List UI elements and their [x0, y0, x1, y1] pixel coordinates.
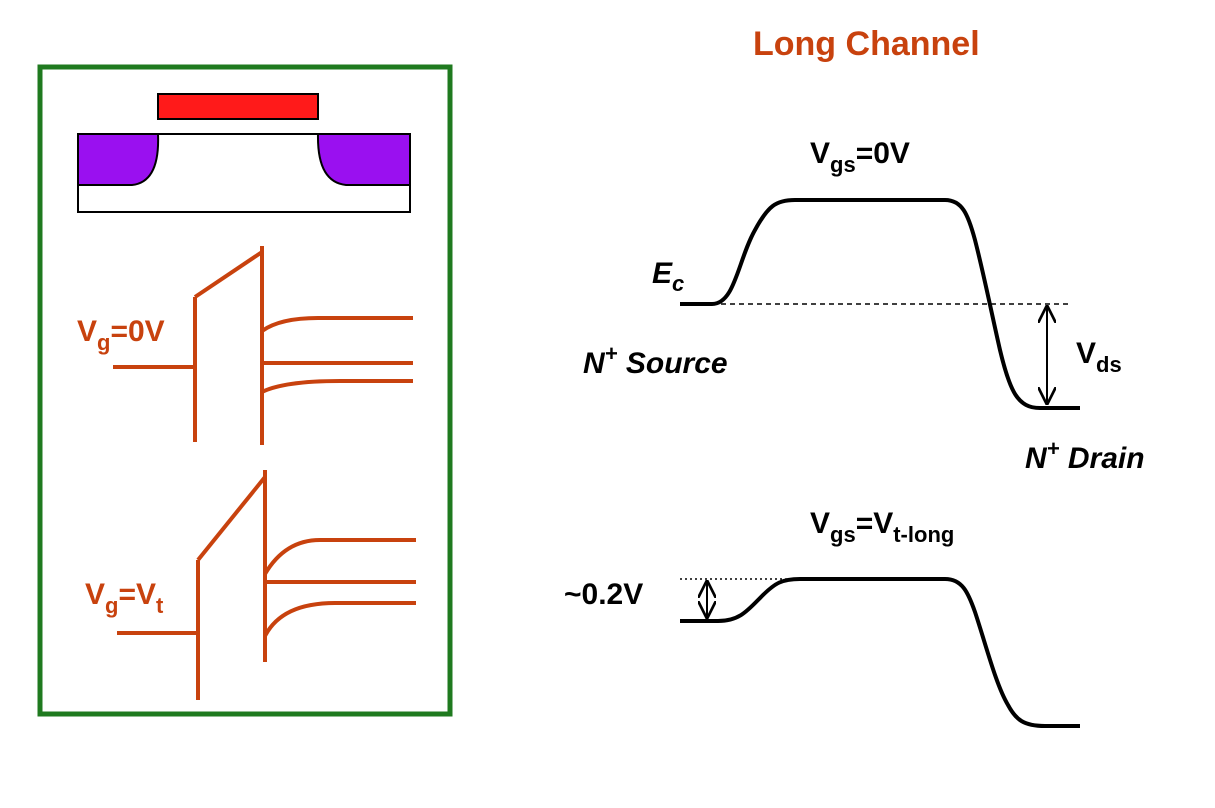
vds-label: Vds	[1076, 337, 1122, 377]
page-title: Long Channel	[753, 25, 980, 63]
left-panel-frame	[37, 64, 453, 717]
source-region	[77, 133, 160, 186]
conduction-band-curve-vgs0	[680, 198, 1080, 410]
device-cross-section	[77, 93, 411, 213]
band-label-vgvt: Vg=Vt	[85, 578, 164, 618]
drain-region	[316, 133, 411, 186]
curve-label-vgs0: Vgs=0V	[810, 137, 910, 177]
drain-label: N+ Drain	[1025, 436, 1145, 475]
conduction-band-curve-vgsvt	[680, 577, 1080, 728]
band-label-vg0: Vg=0V	[77, 315, 165, 355]
band-diagram-vgvt	[117, 470, 416, 700]
band-diagram-vg0	[113, 246, 413, 445]
source-label: N+ Source	[583, 341, 728, 380]
ec-label: Ec	[652, 257, 684, 296]
gate-electrode	[157, 93, 319, 120]
substrate-outline	[77, 185, 411, 213]
curve-label-vgsvt: Vgs=Vt-long	[810, 507, 954, 547]
barrier-label: ~0.2V	[564, 578, 643, 611]
